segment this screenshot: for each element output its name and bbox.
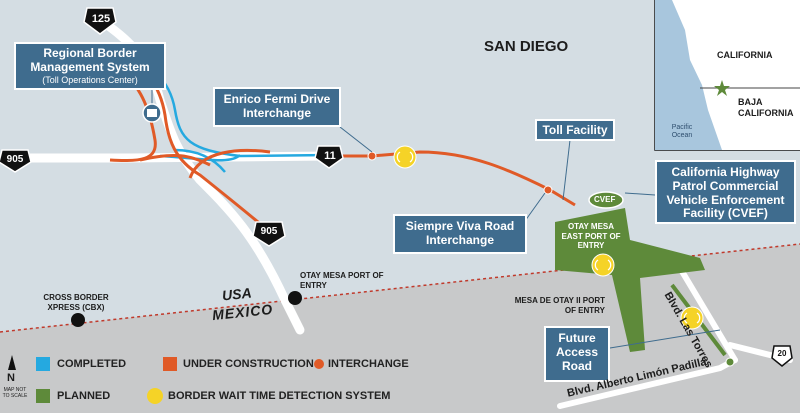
label-cbx: CROSS BORDER XPRESS (CBX) bbox=[43, 293, 109, 312]
inset-baja: BAJA CALIFORNIA bbox=[738, 97, 794, 118]
shield-125: 125 bbox=[91, 13, 111, 25]
wait-time-icons bbox=[393, 145, 704, 330]
label-mesa-otay: MESA DE OTAY II PORT OF ENTRY bbox=[514, 296, 605, 315]
legend-interchange: INTERCHANGE bbox=[328, 358, 409, 370]
north-arrow: N bbox=[7, 372, 15, 384]
inset-california: CALIFORNIA bbox=[717, 50, 773, 60]
shield-11: 11 bbox=[324, 150, 336, 162]
callout-toll: Toll Facility bbox=[535, 119, 615, 141]
legend-planned: PLANNED bbox=[57, 390, 111, 402]
inset-ocean: Pacific Ocean bbox=[671, 124, 693, 139]
callout-chp: California Highway Patrol Commercial Veh… bbox=[655, 160, 796, 224]
legend-construction: UNDER CONSTRUCTION bbox=[183, 358, 314, 370]
cbx-dot bbox=[71, 313, 85, 327]
route-shields bbox=[0, 7, 793, 367]
cvef-marker bbox=[588, 191, 624, 209]
interchange-siempre bbox=[543, 185, 553, 195]
rbms-title: Regional Border Management System bbox=[30, 46, 150, 74]
label-otay-east: OTAY MESA EAST PORT OF ENTRY bbox=[561, 222, 621, 251]
shield-20: 20 bbox=[777, 349, 787, 358]
label-cvef: CVEF bbox=[594, 195, 616, 204]
leader-lines bbox=[151, 90, 721, 349]
rbms-subtitle: (Toll Operations Center) bbox=[42, 74, 138, 85]
callout-future: Future Access Road bbox=[544, 326, 610, 382]
junction-blvd bbox=[725, 357, 735, 367]
construction-routes bbox=[99, 52, 576, 230]
otay-poe-dot bbox=[288, 291, 302, 305]
shield-905-west: 905 bbox=[6, 154, 24, 165]
not-to-scale: MAP NOT TO SCALE bbox=[2, 387, 28, 399]
legend-completed: COMPLETED bbox=[57, 358, 127, 370]
label-otay-poe: OTAY MESA PORT OF ENTRY bbox=[300, 271, 384, 290]
callout-rbms: Regional Border Management System (Toll … bbox=[14, 42, 166, 90]
city-label: SAN DIEGO bbox=[484, 38, 569, 55]
callout-siempre: Siempre Viva Road Interchange bbox=[393, 214, 527, 254]
country-usa: USA bbox=[221, 284, 253, 304]
shield-905-south: 905 bbox=[260, 226, 278, 237]
legend-wait-time: BORDER WAIT TIME DETECTION SYSTEM bbox=[168, 390, 391, 402]
border-line bbox=[0, 243, 800, 333]
inset-map bbox=[654, 0, 800, 151]
interchange-enrico bbox=[367, 151, 377, 161]
callout-enrico: Enrico Fermi Drive Interchange bbox=[213, 87, 341, 127]
